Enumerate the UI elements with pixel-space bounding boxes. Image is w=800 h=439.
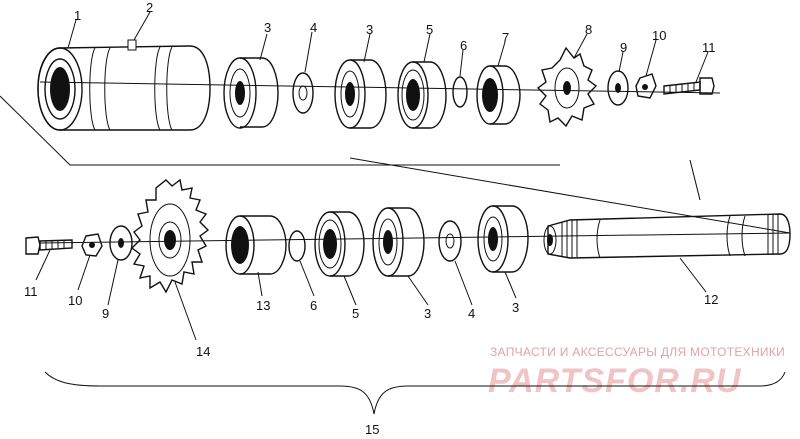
part-7-bushing — [476, 65, 521, 125]
part-3-bearing-c — [372, 207, 425, 277]
part-11-bolt-b — [25, 236, 73, 255]
callout-4-lower: 4 — [468, 306, 475, 321]
part-13-bushing — [225, 215, 287, 275]
callout-5-lower: 5 — [352, 306, 359, 321]
callout-4-upper: 4 — [310, 20, 317, 35]
callout-3-upper-b: 3 — [366, 22, 373, 37]
assembly-bracket — [44, 371, 786, 415]
part-3-bearing-b — [334, 59, 387, 129]
upper-frame-line — [0, 95, 560, 166]
part-5-seal-a — [397, 61, 447, 129]
callout-3-lower-b: 3 — [512, 300, 519, 315]
watermark-tagline: ЗАПЧАСТИ И АКСЕССУАРЫ ДЛЯ МОТОТЕХНИКИ — [490, 345, 785, 359]
callout-14: 14 — [196, 344, 210, 359]
connector-line — [349, 157, 791, 234]
part-9-washer-a — [607, 70, 629, 106]
callout-10-upper: 10 — [652, 28, 666, 43]
callout-8: 8 — [585, 22, 592, 37]
callout-12: 12 — [704, 292, 718, 307]
callout-13: 13 — [256, 298, 270, 313]
callout-9-upper: 9 — [620, 40, 627, 55]
part-6-snap-ring-a — [452, 76, 468, 108]
part-4-spacer-a — [292, 72, 314, 114]
leader-lines — [35, 11, 709, 341]
part-3-bearing-a — [223, 57, 279, 129]
part-10-lock-washer-a — [635, 73, 657, 99]
callout-11-lower: 11 — [24, 284, 38, 299]
callout-11-upper: 11 — [702, 40, 716, 55]
callout-7: 7 — [502, 30, 509, 45]
callout-6-lower: 6 — [310, 298, 317, 313]
part-6-snap-ring-b — [288, 230, 306, 262]
part-10-lock-washer-b — [81, 233, 103, 257]
lower-axis-line — [39, 232, 791, 244]
part-3-bearing-d — [477, 205, 529, 273]
part-11-bolt-a — [663, 77, 715, 95]
callout-3-lower-a: 3 — [424, 306, 431, 321]
part-8-small-sprocket — [536, 46, 598, 128]
part-5-seal-b — [314, 211, 365, 277]
callout-labels: 1 2 3 4 3 5 6 7 8 9 10 11 11 10 9 14 13 … — [24, 0, 718, 437]
callout-6-upper: 6 — [460, 38, 467, 53]
part-4-spacer-b — [438, 220, 462, 262]
upper-right-leader — [689, 159, 701, 201]
callout-3-upper-a: 3 — [264, 20, 271, 35]
callout-5-upper: 5 — [426, 22, 433, 37]
callout-2: 2 — [146, 0, 153, 15]
callout-1: 1 — [74, 8, 81, 23]
watermark-brand: PARTSFOR.RU — [488, 362, 742, 400]
callout-9-lower: 9 — [102, 306, 109, 321]
callout-15: 15 — [365, 422, 379, 437]
part-14-large-sprocket — [130, 178, 210, 294]
callout-10-lower: 10 — [68, 293, 82, 308]
part-1-housing — [37, 39, 211, 131]
part-9-washer-b — [109, 225, 133, 261]
upper-axis-line — [39, 81, 721, 94]
part-12-shaft — [543, 213, 791, 259]
